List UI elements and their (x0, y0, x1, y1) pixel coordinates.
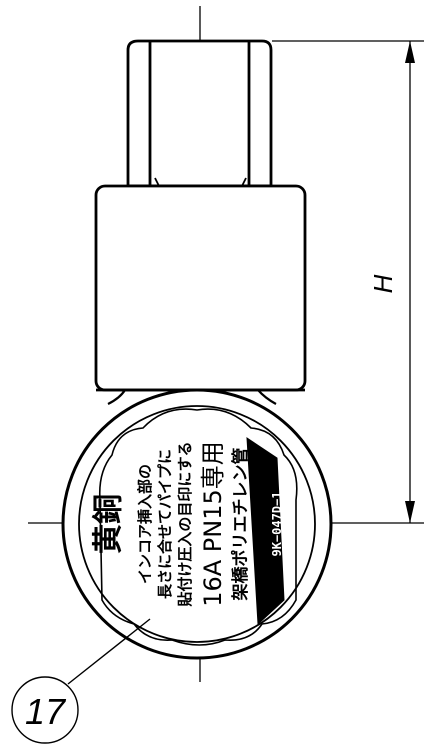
balloon-callout (11, 618, 151, 744)
code-label: 9K−047D−1 (270, 491, 284, 556)
size-label: 16A PN15専用 (199, 441, 227, 607)
label-line-1: インコア挿入部の (136, 464, 154, 584)
label-text: 黄銅 インコア挿入部の 長さに合せてパイプに 貼付け圧入の目印にする 16A P… (91, 441, 284, 607)
label-line-2: 長さに合せてパイプに (156, 449, 174, 599)
label-line-3: 貼付け圧入の目印にする (176, 441, 194, 606)
note-label: 埋設不可 (256, 496, 273, 552)
balloon-number: 17 (25, 691, 67, 732)
h-dimension (272, 40, 424, 523)
material-label: 黄銅 (91, 494, 126, 554)
pipe-type-label: 架橋ポリエチレン管 (230, 448, 251, 601)
label-disc (61, 388, 333, 660)
main-body (94, 184, 307, 405)
dimension-label: H (368, 274, 398, 293)
